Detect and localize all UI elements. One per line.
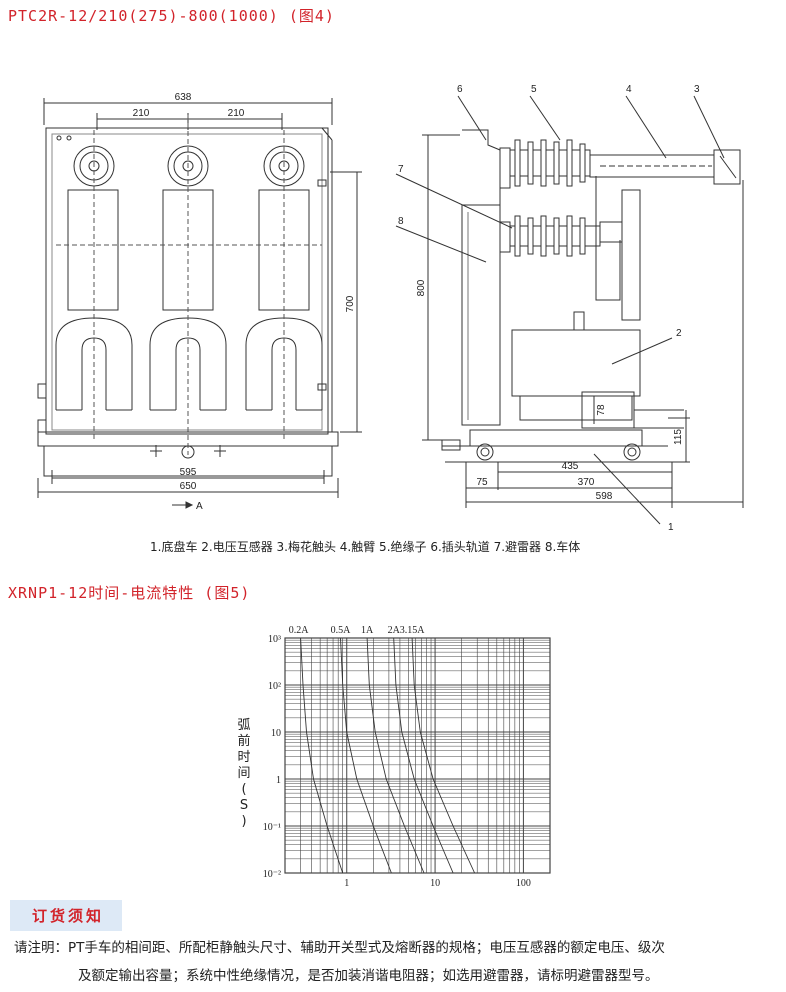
curve-1A [366, 637, 425, 874]
chart-ylabel: 弧前时间(S) [237, 718, 251, 829]
curve-label: 0.5A [331, 625, 352, 636]
callout-4: 4 [626, 84, 632, 95]
y-tick-label: 10³ [268, 634, 281, 645]
dim-210-right: 210 [228, 108, 245, 119]
chart-frame [284, 637, 551, 874]
fig4-title: PTC2R-12/210(275)-800(1000) (图4) [8, 7, 335, 25]
dim-800: 800 [416, 279, 427, 296]
curve-label: 1A [361, 625, 374, 636]
curve-3_15A [411, 637, 476, 874]
callout-2: 2 [676, 328, 682, 339]
callout-7: 7 [398, 164, 404, 175]
y-tick-label: 10⁻² [263, 869, 281, 880]
fig4-drawing: 638 210 210 700 595 650 A 6 5 4 3 7 8 2 … [37, 84, 744, 533]
curve-0_2A [300, 637, 344, 874]
curve-label: 0.2A [289, 625, 310, 636]
order-note-line1: 请注明：PT手车的相间距、所配柜静触头尺寸、辅助开关型式及熔断器的规格；电压互感… [14, 940, 665, 956]
fig5-title: XRNP1-12时间-电流特性 (图5) [8, 584, 251, 602]
callout-1: 1 [668, 522, 674, 533]
dim-210-left: 210 [133, 108, 150, 119]
dim-638: 638 [175, 92, 192, 103]
dim-370: 370 [578, 477, 595, 488]
x-tick-label: 100 [516, 878, 531, 889]
dim-435: 435 [562, 461, 579, 472]
callout-3: 3 [694, 84, 700, 95]
fig4-caption: 1.底盘车 2.电压互感器 3.梅花触头 4.触臂 5.绝缘子 6.插头轨道 7… [150, 540, 581, 554]
dim-598: 598 [596, 491, 613, 502]
curve-2A [393, 637, 454, 874]
curve-label: 3.15A [400, 625, 426, 636]
dim-115: 115 [673, 429, 684, 445]
x-tick-label: 1 [344, 878, 349, 889]
dim-700: 700 [345, 295, 356, 312]
side-view [395, 95, 744, 525]
callout-6: 6 [457, 84, 463, 95]
front-view [37, 98, 362, 509]
callout-5: 5 [531, 84, 537, 95]
dim-595: 595 [180, 467, 197, 478]
y-tick-label: 1 [276, 775, 281, 786]
curve-0_5A [340, 637, 392, 874]
y-tick-label: 10 [271, 728, 281, 739]
dim-650: 650 [180, 481, 197, 492]
order-note-line2: 及额定输出容量；系统中性绝缘情况，是否加装消谐电阻器；如选用避雷器，请标明避雷器… [78, 968, 659, 984]
y-tick-label: 10² [268, 681, 281, 692]
x-tick-label: 10 [430, 878, 440, 889]
dim-78: 78 [596, 404, 607, 416]
callout-8: 8 [398, 216, 404, 227]
dim-75: 75 [476, 477, 488, 488]
arrow-label-a: A [196, 501, 203, 512]
curve-label: 2A [388, 625, 401, 636]
y-tick-label: 10⁻¹ [263, 822, 281, 833]
order-heading: 订货须知 [10, 900, 123, 931]
